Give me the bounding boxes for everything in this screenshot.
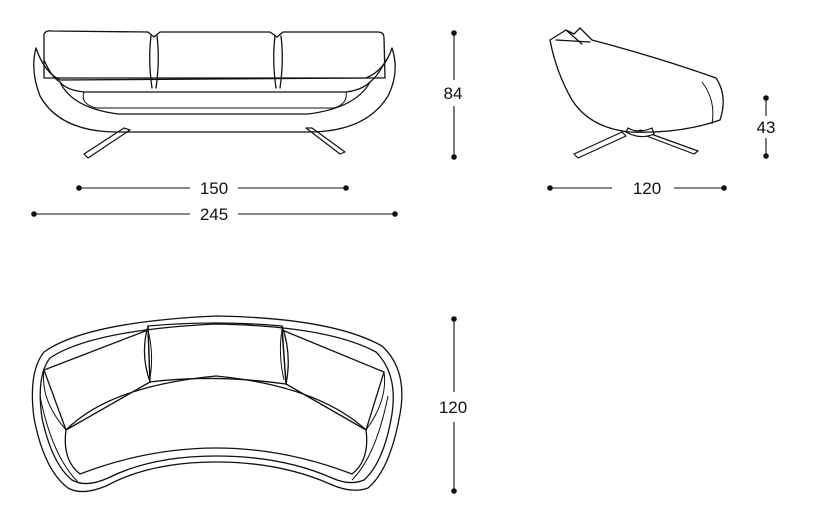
side-view-legs [573,127,699,159]
dimension-150: 150 [76,179,349,198]
top-view-shell [31,315,403,493]
front-view-shell [33,47,396,133]
dimension-top-120: 120 [439,316,467,494]
dimension-side-120: 120 [547,179,727,198]
dimension-label-84: 84 [444,84,463,103]
dimension-245: 245 [31,205,398,224]
dimension-label-side-120: 120 [633,179,661,198]
dimension-label-43: 43 [757,118,776,137]
top-view [31,315,403,493]
dimension-label-150: 150 [200,179,228,198]
front-view-back-cushions [43,30,386,89]
dimension-label-top-120: 120 [439,398,467,417]
dimension-label-245: 245 [200,205,228,224]
front-view-legs [83,127,346,159]
side-view-body [549,27,724,133]
side-view [549,27,724,159]
top-view-back-cushions [42,322,386,431]
front-view [33,30,396,159]
top-view-seat [39,375,389,483]
dimension-84: 84 [444,30,463,160]
dimension-43: 43 [757,95,776,159]
